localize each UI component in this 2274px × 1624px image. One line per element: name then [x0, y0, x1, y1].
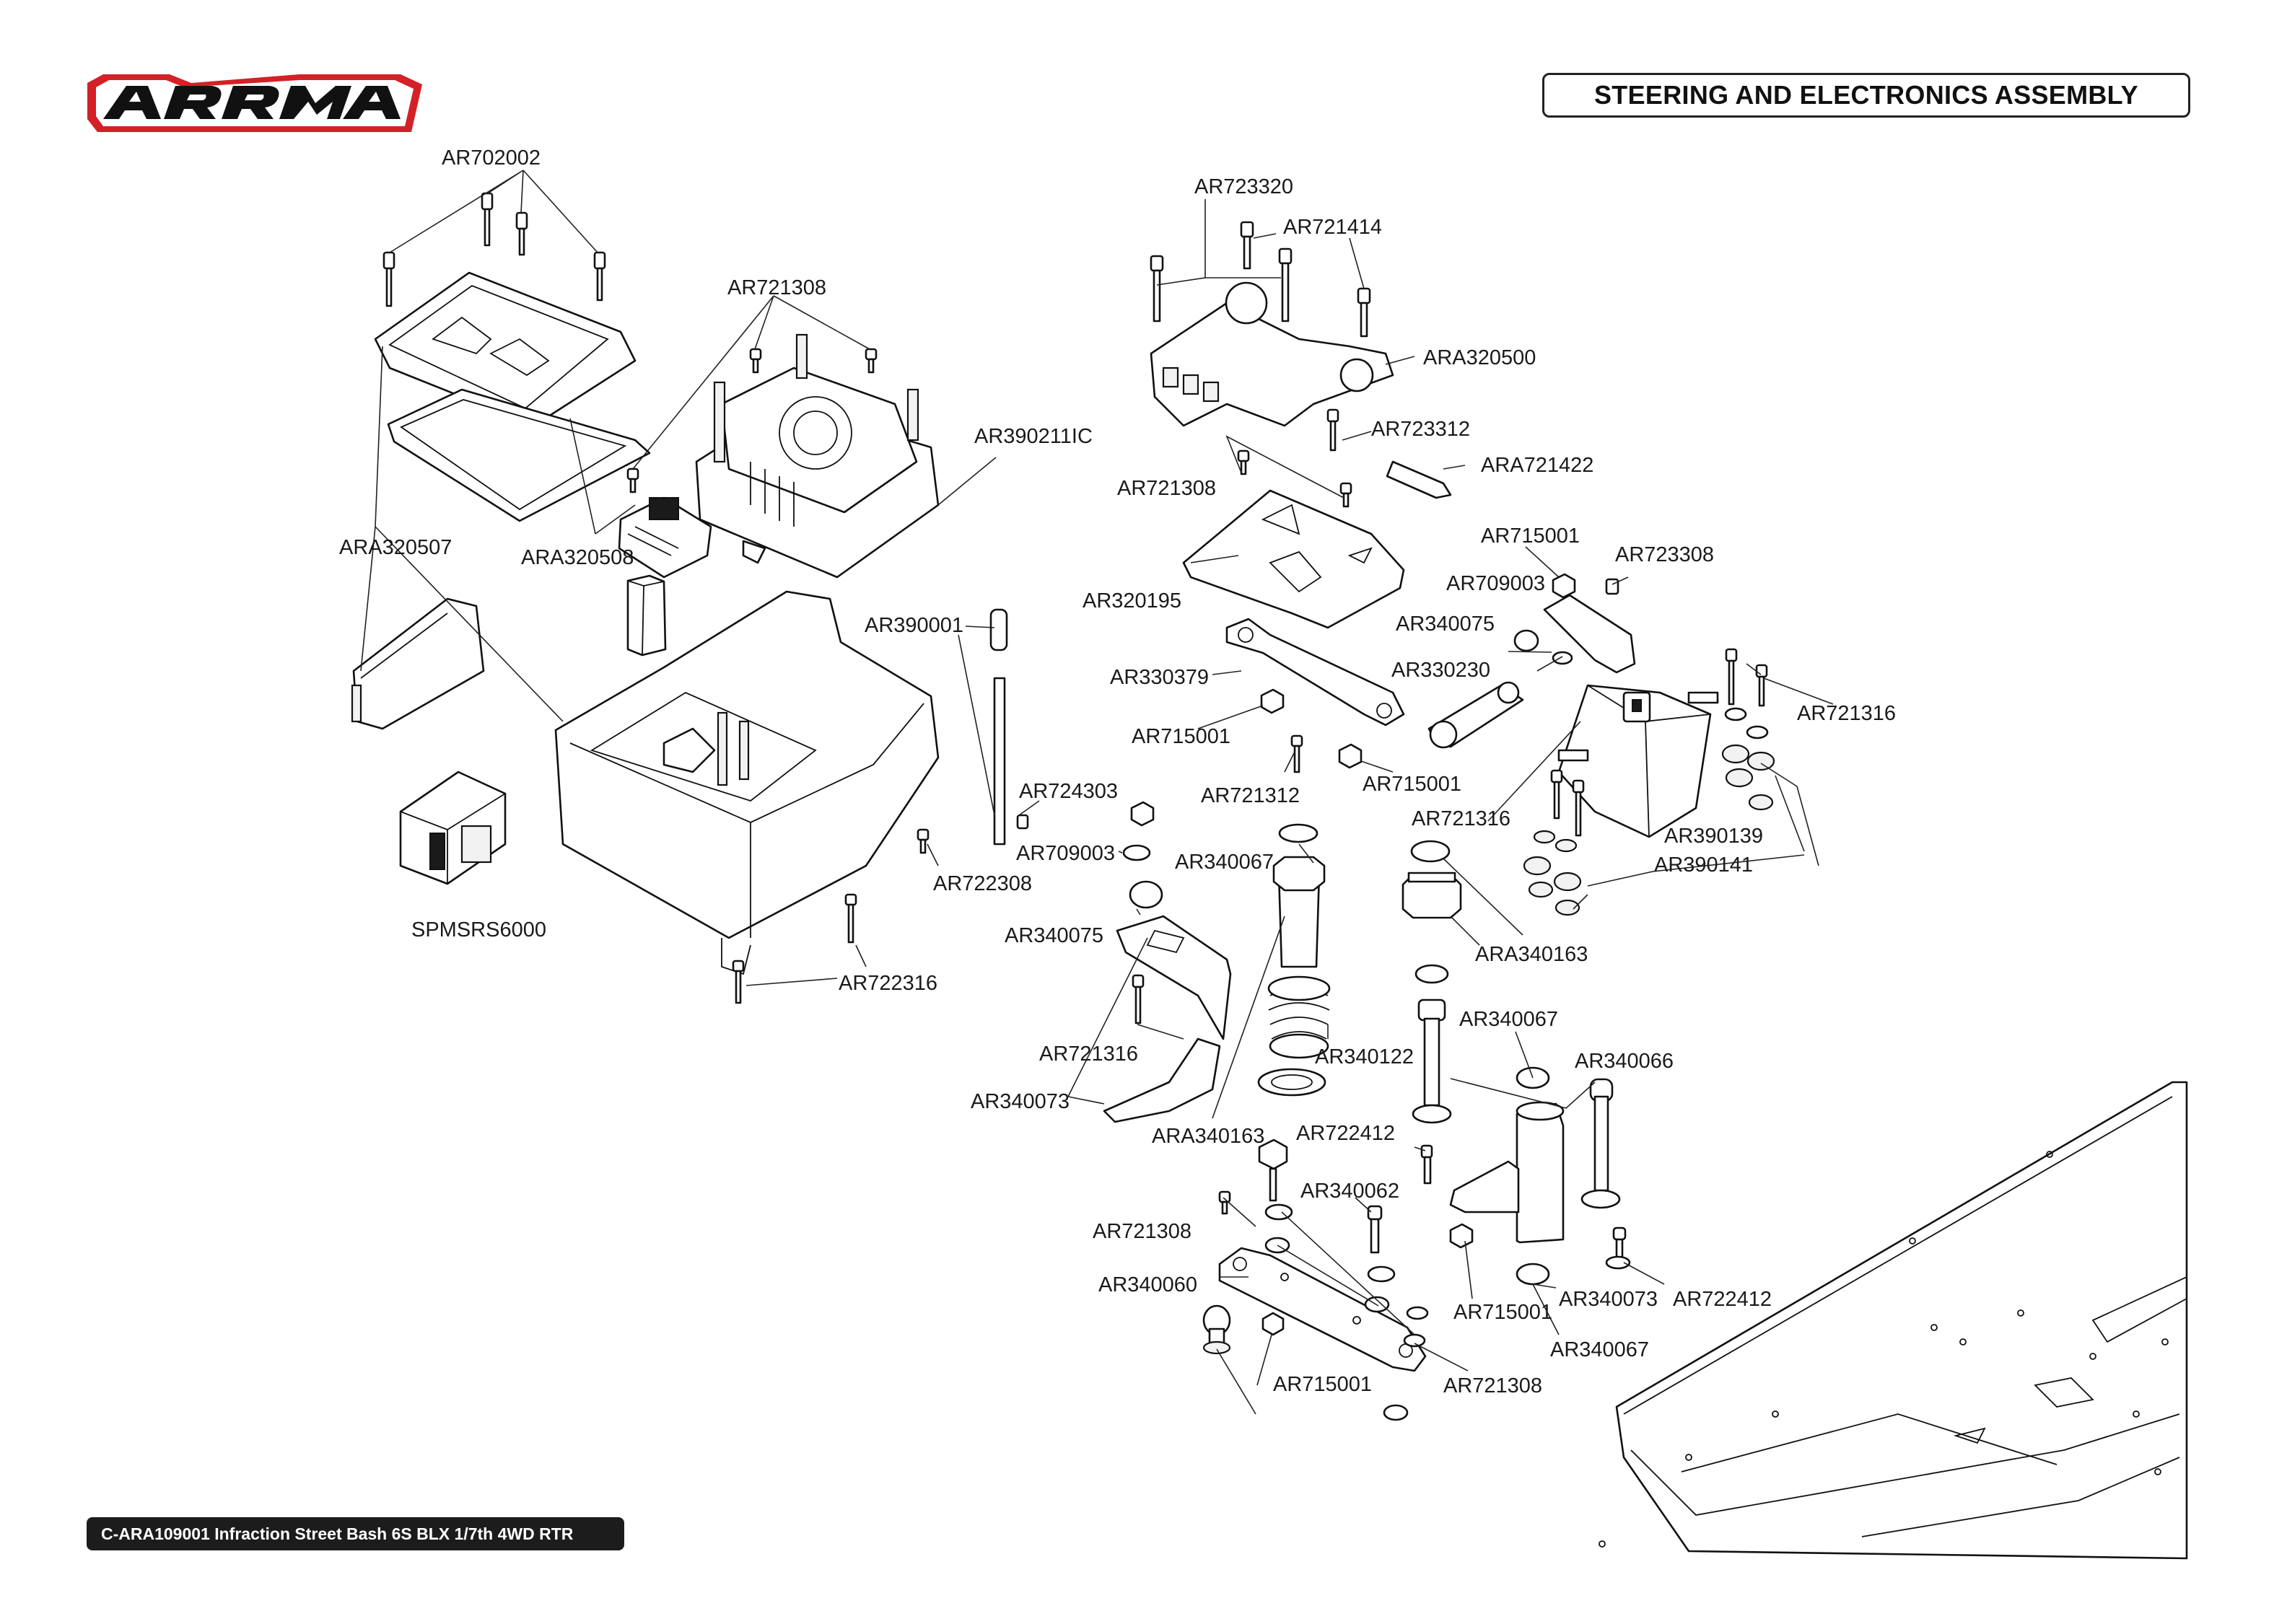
label-ar340073-left: AR340073 [971, 1090, 1070, 1113]
label-ar722308: AR722308 [933, 872, 1032, 895]
antenna-tube [989, 608, 1008, 846]
servo-mount-ara320500 [1150, 281, 1394, 427]
label-ar722412-right: AR722412 [1673, 1288, 1772, 1311]
label-ar723320: AR723320 [1194, 175, 1293, 198]
label-ar390139: AR390139 [1664, 825, 1763, 848]
chassis-plate [1599, 1081, 2188, 1560]
label-ar715001-d: AR715001 [1273, 1373, 1372, 1396]
screws-ar723320 [1150, 221, 1371, 338]
label-ar721308-top: AR721308 [727, 276, 826, 299]
label-ar715001-a: AR715001 [1132, 725, 1230, 748]
label-ar721308-low: AR721308 [1093, 1220, 1191, 1243]
bellcrank-left-ar340073 [1103, 880, 1232, 1123]
bellcrank-right-ar340073 [1449, 1101, 1565, 1244]
label-ar724303: AR724303 [1019, 780, 1118, 803]
label-ar340075-low: AR340075 [1005, 924, 1103, 947]
side-plate [351, 597, 485, 730]
callout-labels: AR702002 AR721308 ARA320507 ARA320508 AR… [339, 146, 1896, 1397]
label-ar723312: AR723312 [1371, 418, 1470, 441]
label-ara340163-left: ARA340163 [1152, 1125, 1264, 1148]
label-ar320195: AR320195 [1083, 589, 1181, 613]
label-ar715001-b: AR715001 [1363, 773, 1461, 796]
drag-link-ar340060 [1218, 1247, 1427, 1372]
label-ar340066: AR340066 [1575, 1050, 1674, 1073]
label-ar330379: AR330379 [1110, 666, 1209, 689]
post-and-spring-center [1257, 823, 1331, 1097]
receiver-spmsrs6000 [399, 771, 507, 885]
label-ar722316: AR722316 [839, 972, 937, 995]
label-ar722412-top: AR722412 [1296, 1122, 1395, 1145]
label-ar721312: AR721312 [1201, 784, 1300, 807]
screws-ar723312 [1326, 408, 1452, 499]
label-ar721308-mid: AR721308 [1117, 477, 1216, 500]
servo-ar390139 [1557, 684, 1719, 838]
label-ar340073-right: AR340073 [1559, 1288, 1658, 1311]
label-ar721316-right: AR721316 [1797, 702, 1896, 725]
label-ara340163-right: ARA340163 [1475, 943, 1588, 966]
label-ar340062: AR340062 [1300, 1180, 1399, 1203]
page-title: STEERING AND ELECTRONICS ASSEMBLY [1594, 80, 2138, 110]
label-ar709003-right: AR709003 [1446, 572, 1545, 595]
arrma-logo [87, 74, 422, 132]
label-ar340060: AR340060 [1098, 1273, 1197, 1296]
post-and-nut-right [1401, 840, 1621, 1209]
screws-ar721308-mid [1237, 449, 1352, 508]
label-ar390001: AR390001 [865, 614, 963, 637]
plate-ar320195 [1182, 489, 1405, 629]
label-ar721316-low: AR721316 [1039, 1043, 1138, 1066]
label-ar709003-left: AR709003 [1016, 842, 1115, 865]
label-ar390211ic: AR390211IC [974, 425, 1093, 448]
model-badge: C-ARA109001 Infraction Street Bash 6S BL… [87, 1517, 624, 1550]
link-ar330379 [1225, 618, 1405, 727]
small-parts-left [732, 814, 1029, 1004]
leader-lines [360, 170, 1834, 1415]
label-ar340075-top: AR340075 [1396, 613, 1495, 636]
label-ar390141: AR390141 [1654, 853, 1753, 877]
screws-ar702002 [382, 192, 606, 307]
label-ar340067-b: AR340067 [1459, 1008, 1558, 1031]
foam-block [626, 574, 667, 657]
servo-horn-ar330230 [1427, 681, 1524, 749]
label-ar340122: AR340122 [1315, 1045, 1414, 1068]
label-ar715001-e: AR715001 [1453, 1301, 1552, 1324]
box-lid [374, 271, 637, 427]
electronics-tray [554, 590, 940, 975]
power-switch [618, 496, 712, 579]
label-ar715001-c: AR715001 [1481, 524, 1580, 548]
label-ar340067-a: AR340067 [1175, 851, 1274, 874]
label-ar702002: AR702002 [442, 146, 541, 170]
label-ara320507: ARA320507 [339, 536, 452, 559]
label-ar721316-servo: AR721316 [1412, 807, 1510, 830]
label-ara320508: ARA320508 [521, 546, 634, 569]
label-ara320500: ARA320500 [1423, 346, 1536, 369]
logo-wordmark [87, 74, 422, 132]
screws-ar721308-top [626, 348, 878, 493]
label-ar330230: AR330230 [1391, 659, 1490, 682]
label-spmsrs6000: SPMSRS6000 [411, 918, 546, 942]
title-box: STEERING AND ELECTRONICS ASSEMBLY [1542, 73, 2190, 118]
model-name: C-ARA109001 Infraction Street Bash 6S BL… [101, 1524, 574, 1543]
nuts-and-washers-mid [1122, 573, 1576, 861]
label-ara721422: ARA721422 [1481, 454, 1593, 477]
esc-unit [695, 333, 940, 579]
lid-gasket [387, 388, 651, 522]
label-ar340067-c: AR340067 [1550, 1338, 1649, 1361]
label-ar723308: AR723308 [1615, 543, 1714, 566]
servo-grommets-ar390141 [1523, 648, 1775, 916]
label-ar721308-bottom: AR721308 [1443, 1374, 1542, 1397]
label-ar721414: AR721414 [1283, 216, 1382, 239]
